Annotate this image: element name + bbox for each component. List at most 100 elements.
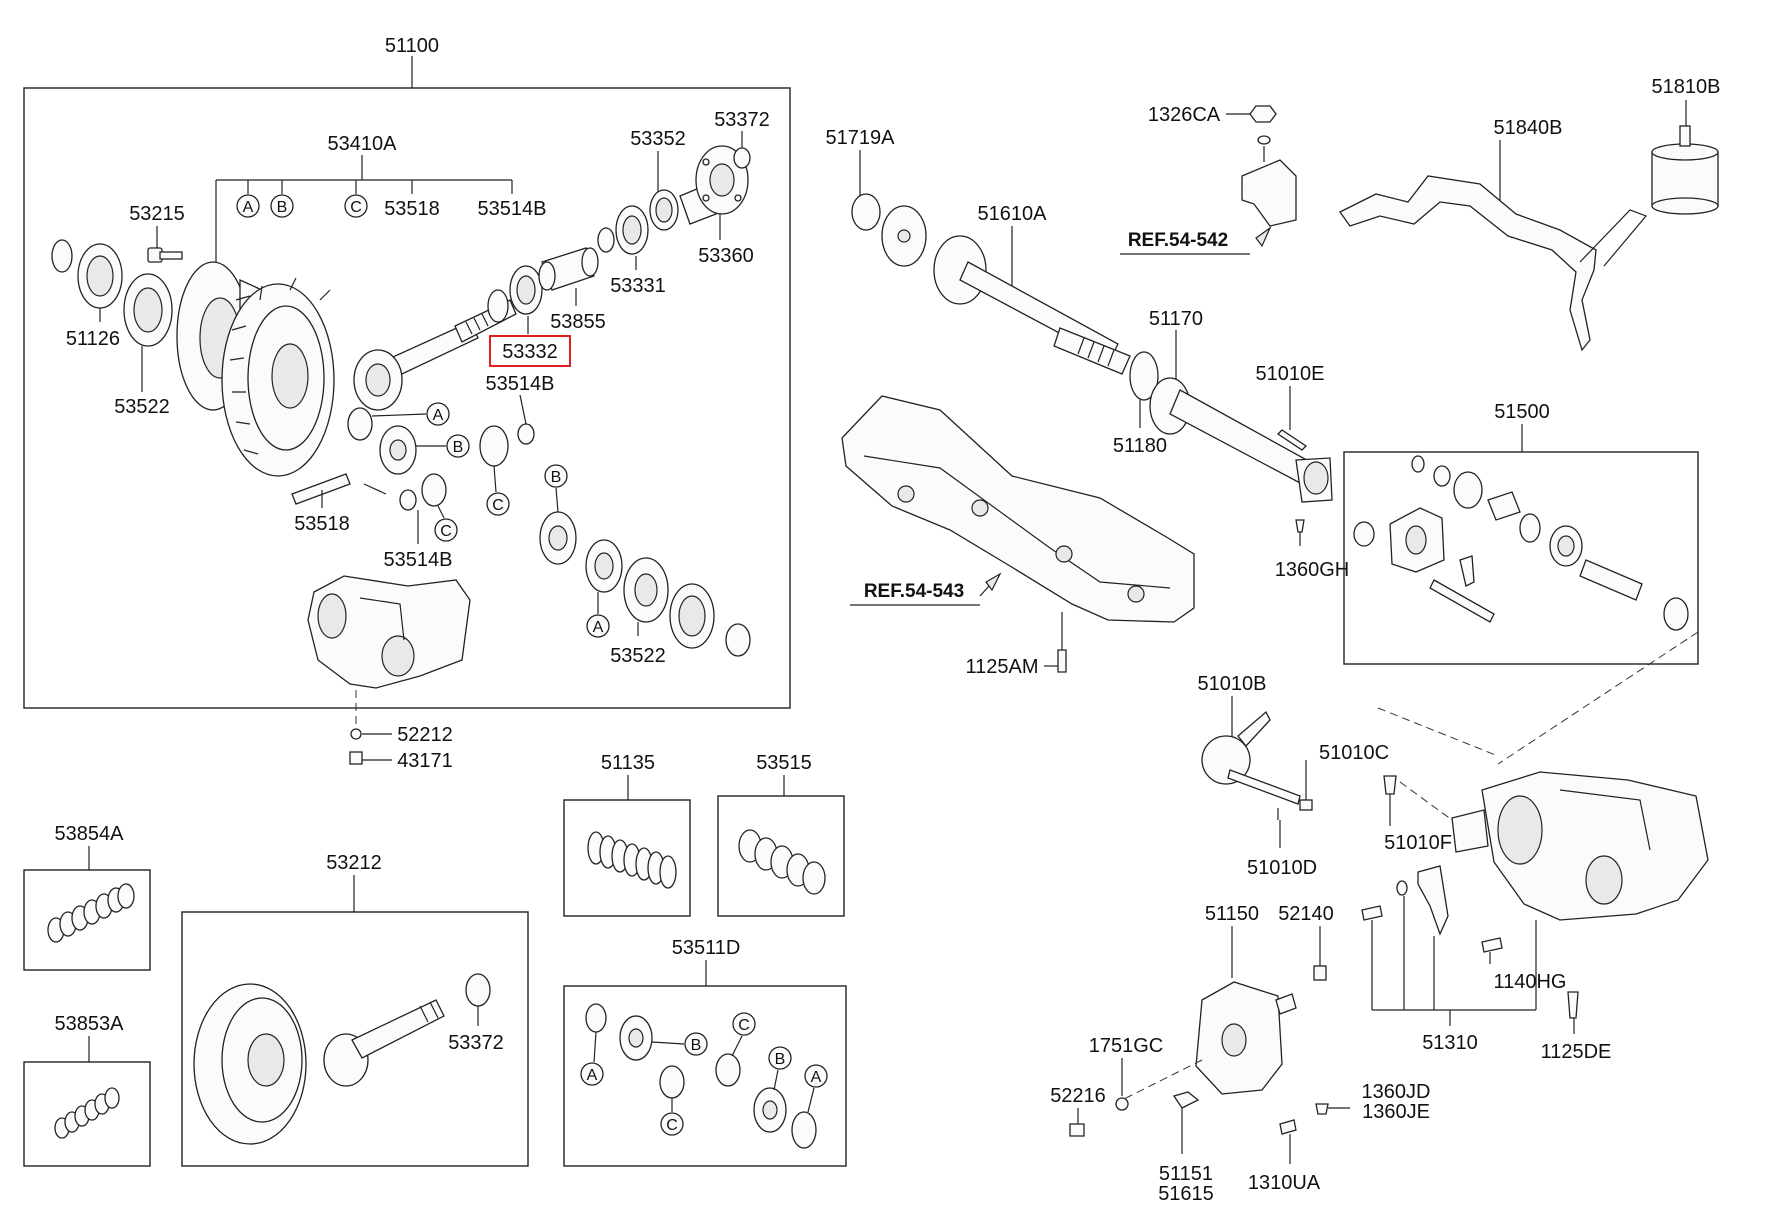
bolt-1360GH-part — [1295, 519, 1305, 533]
label-53855[interactable]: 53855 — [550, 311, 606, 333]
plug-52140-part — [1313, 965, 1327, 981]
side-gear-cluster-part — [347, 407, 577, 565]
bolt-51151-part — [1172, 1091, 1200, 1109]
label-1751GC[interactable]: 1751GC — [1089, 1035, 1164, 1057]
axle-tube-51170-part — [1149, 377, 1333, 503]
label-53372-top[interactable]: 53372 — [714, 109, 770, 131]
label-51719A[interactable]: 51719A — [826, 127, 896, 149]
svg-text:C: C — [666, 1117, 678, 1134]
nut-53372-box-part — [465, 973, 491, 1007]
label-51170[interactable]: 51170 — [1149, 308, 1203, 330]
label-53331[interactable]: 53331 — [610, 275, 666, 297]
label-51126[interactable]: 51126 — [66, 328, 120, 350]
label-51151[interactable]: 51151 — [1159, 1163, 1213, 1185]
shim-53332-part — [487, 289, 509, 323]
label-53518-top[interactable]: 53518 — [384, 198, 440, 220]
label-53522-left[interactable]: 53522 — [114, 396, 170, 418]
seal-51126-part — [51, 239, 123, 309]
kit-53515-group: 53515 — [717, 752, 845, 917]
label-51010E[interactable]: 51010E — [1256, 363, 1325, 385]
bolt-1140HG-part — [1481, 937, 1503, 953]
disconnect-assembly-group: 51500 — [1343, 401, 1699, 665]
spring-53854A-part — [47, 883, 135, 943]
label-53515[interactable]: 53515 — [756, 752, 812, 774]
seal-53352-part — [649, 189, 679, 231]
label-51615[interactable]: 51615 — [1158, 1183, 1214, 1205]
washer-52212-part — [350, 728, 362, 740]
kit-frame-53515 — [717, 795, 845, 917]
bolt-51010E-part — [1276, 429, 1308, 451]
pin-51010C-part — [1299, 799, 1313, 811]
circle-marker-b: B — [768, 1046, 792, 1070]
gear-kit-53511D-part — [585, 1003, 817, 1149]
label-51310[interactable]: 51310 — [1422, 1032, 1478, 1054]
oring-51180-part — [1129, 351, 1159, 401]
circle-marker-b: B — [270, 194, 294, 218]
label-51010D[interactable]: 51010D — [1247, 857, 1317, 879]
label-51010F[interactable]: 51010F — [1384, 832, 1452, 854]
label-53372-box[interactable]: 53372 — [448, 1032, 504, 1054]
label-53212[interactable]: 53212 — [326, 852, 382, 874]
bracket-51310-part — [1417, 865, 1449, 936]
label-1326CA[interactable]: 1326CA — [1148, 104, 1221, 126]
assembly-frame-51500 — [1343, 451, 1699, 665]
label-51100[interactable]: 51100 — [385, 35, 439, 57]
bolt-1125DE-part — [1567, 991, 1579, 1019]
label-1310UA[interactable]: 1310UA — [1248, 1172, 1321, 1194]
label-51150[interactable]: 51150 — [1205, 903, 1259, 925]
svg-text:A: A — [811, 1069, 822, 1086]
label-53360[interactable]: 53360 — [698, 245, 754, 267]
label-53511D[interactable]: 53511D — [672, 937, 741, 959]
label-51610A[interactable]: 51610A — [978, 203, 1048, 225]
spacer-53855-part — [538, 247, 599, 291]
label-53518-mid[interactable]: 53518 — [294, 513, 350, 535]
crossmember-group: REF.54-543 1125AM — [841, 395, 1195, 678]
label-1140HG[interactable]: 1140HG — [1493, 971, 1566, 993]
oring-1751GC-part — [1115, 1097, 1129, 1111]
label-52212[interactable]: 52212 — [397, 724, 453, 746]
circle-marker-a: A — [804, 1064, 828, 1088]
label-52216[interactable]: 52216 — [1050, 1085, 1106, 1107]
svg-text:A: A — [243, 199, 254, 216]
label-53522-low[interactable]: 53522 — [610, 645, 666, 667]
label-53332[interactable]: 53332 — [502, 341, 558, 363]
highlight-box-53332 — [489, 335, 571, 367]
label-51500[interactable]: 51500 — [1494, 401, 1550, 423]
nut-53372-top-part — [733, 147, 751, 169]
mount-1326CA-group: 1326CA REF.54-542 — [1120, 104, 1297, 255]
label-53410A[interactable]: 53410A — [328, 133, 398, 155]
drain-plug-group: 52212 43171 — [349, 690, 453, 772]
label-53514B-top[interactable]: 53514B — [478, 198, 547, 220]
circle-marker-c: C — [660, 1112, 684, 1136]
label-1360JE[interactable]: 1360JE — [1362, 1101, 1430, 1123]
label-1360JD[interactable]: 1360JD — [1362, 1081, 1431, 1103]
label-53853A[interactable]: 53853A — [55, 1013, 125, 1035]
ref-54-542[interactable]: REF.54-542 — [1128, 230, 1228, 251]
kit-frame-53854A — [23, 869, 151, 971]
label-51180[interactable]: 51180 — [1113, 435, 1167, 457]
kit-53853A-group: 53853A — [23, 1013, 151, 1167]
label-51010B[interactable]: 51010B — [1198, 673, 1267, 695]
label-1125DE[interactable]: 1125DE — [1541, 1041, 1612, 1063]
label-53352[interactable]: 53352 — [630, 128, 686, 150]
cover-51150-group: 51150 52140 1751GC 52216 51151 51615 131… — [1050, 903, 1430, 1205]
label-51135[interactable]: 51135 — [601, 752, 655, 774]
ref-54-543[interactable]: REF.54-543 — [864, 581, 964, 602]
ring-pinion-set-part — [193, 983, 445, 1145]
label-1360GH[interactable]: 1360GH — [1275, 559, 1350, 581]
nut-1326CA-part — [1249, 105, 1277, 123]
label-53514B-low[interactable]: 53514B — [384, 549, 453, 571]
label-53514B-mid[interactable]: 53514B — [486, 373, 555, 395]
label-51840B[interactable]: 51840B — [1494, 117, 1563, 139]
kit-53854A-group: 53854A — [23, 823, 151, 971]
label-52140[interactable]: 52140 — [1278, 903, 1334, 925]
bolt-1310UA-part — [1279, 1119, 1297, 1135]
label-53215[interactable]: 53215 — [129, 203, 185, 225]
label-51810B[interactable]: 51810B — [1652, 76, 1721, 98]
label-51010C[interactable]: 51010C — [1319, 742, 1389, 764]
label-43171[interactable]: 43171 — [397, 750, 453, 772]
label-53854A[interactable]: 53854A — [55, 823, 125, 845]
vent-canister-51810B-part — [1651, 125, 1719, 215]
label-1125AM[interactable]: 1125AM — [965, 656, 1038, 678]
circle-marker-c: C — [732, 1012, 756, 1036]
